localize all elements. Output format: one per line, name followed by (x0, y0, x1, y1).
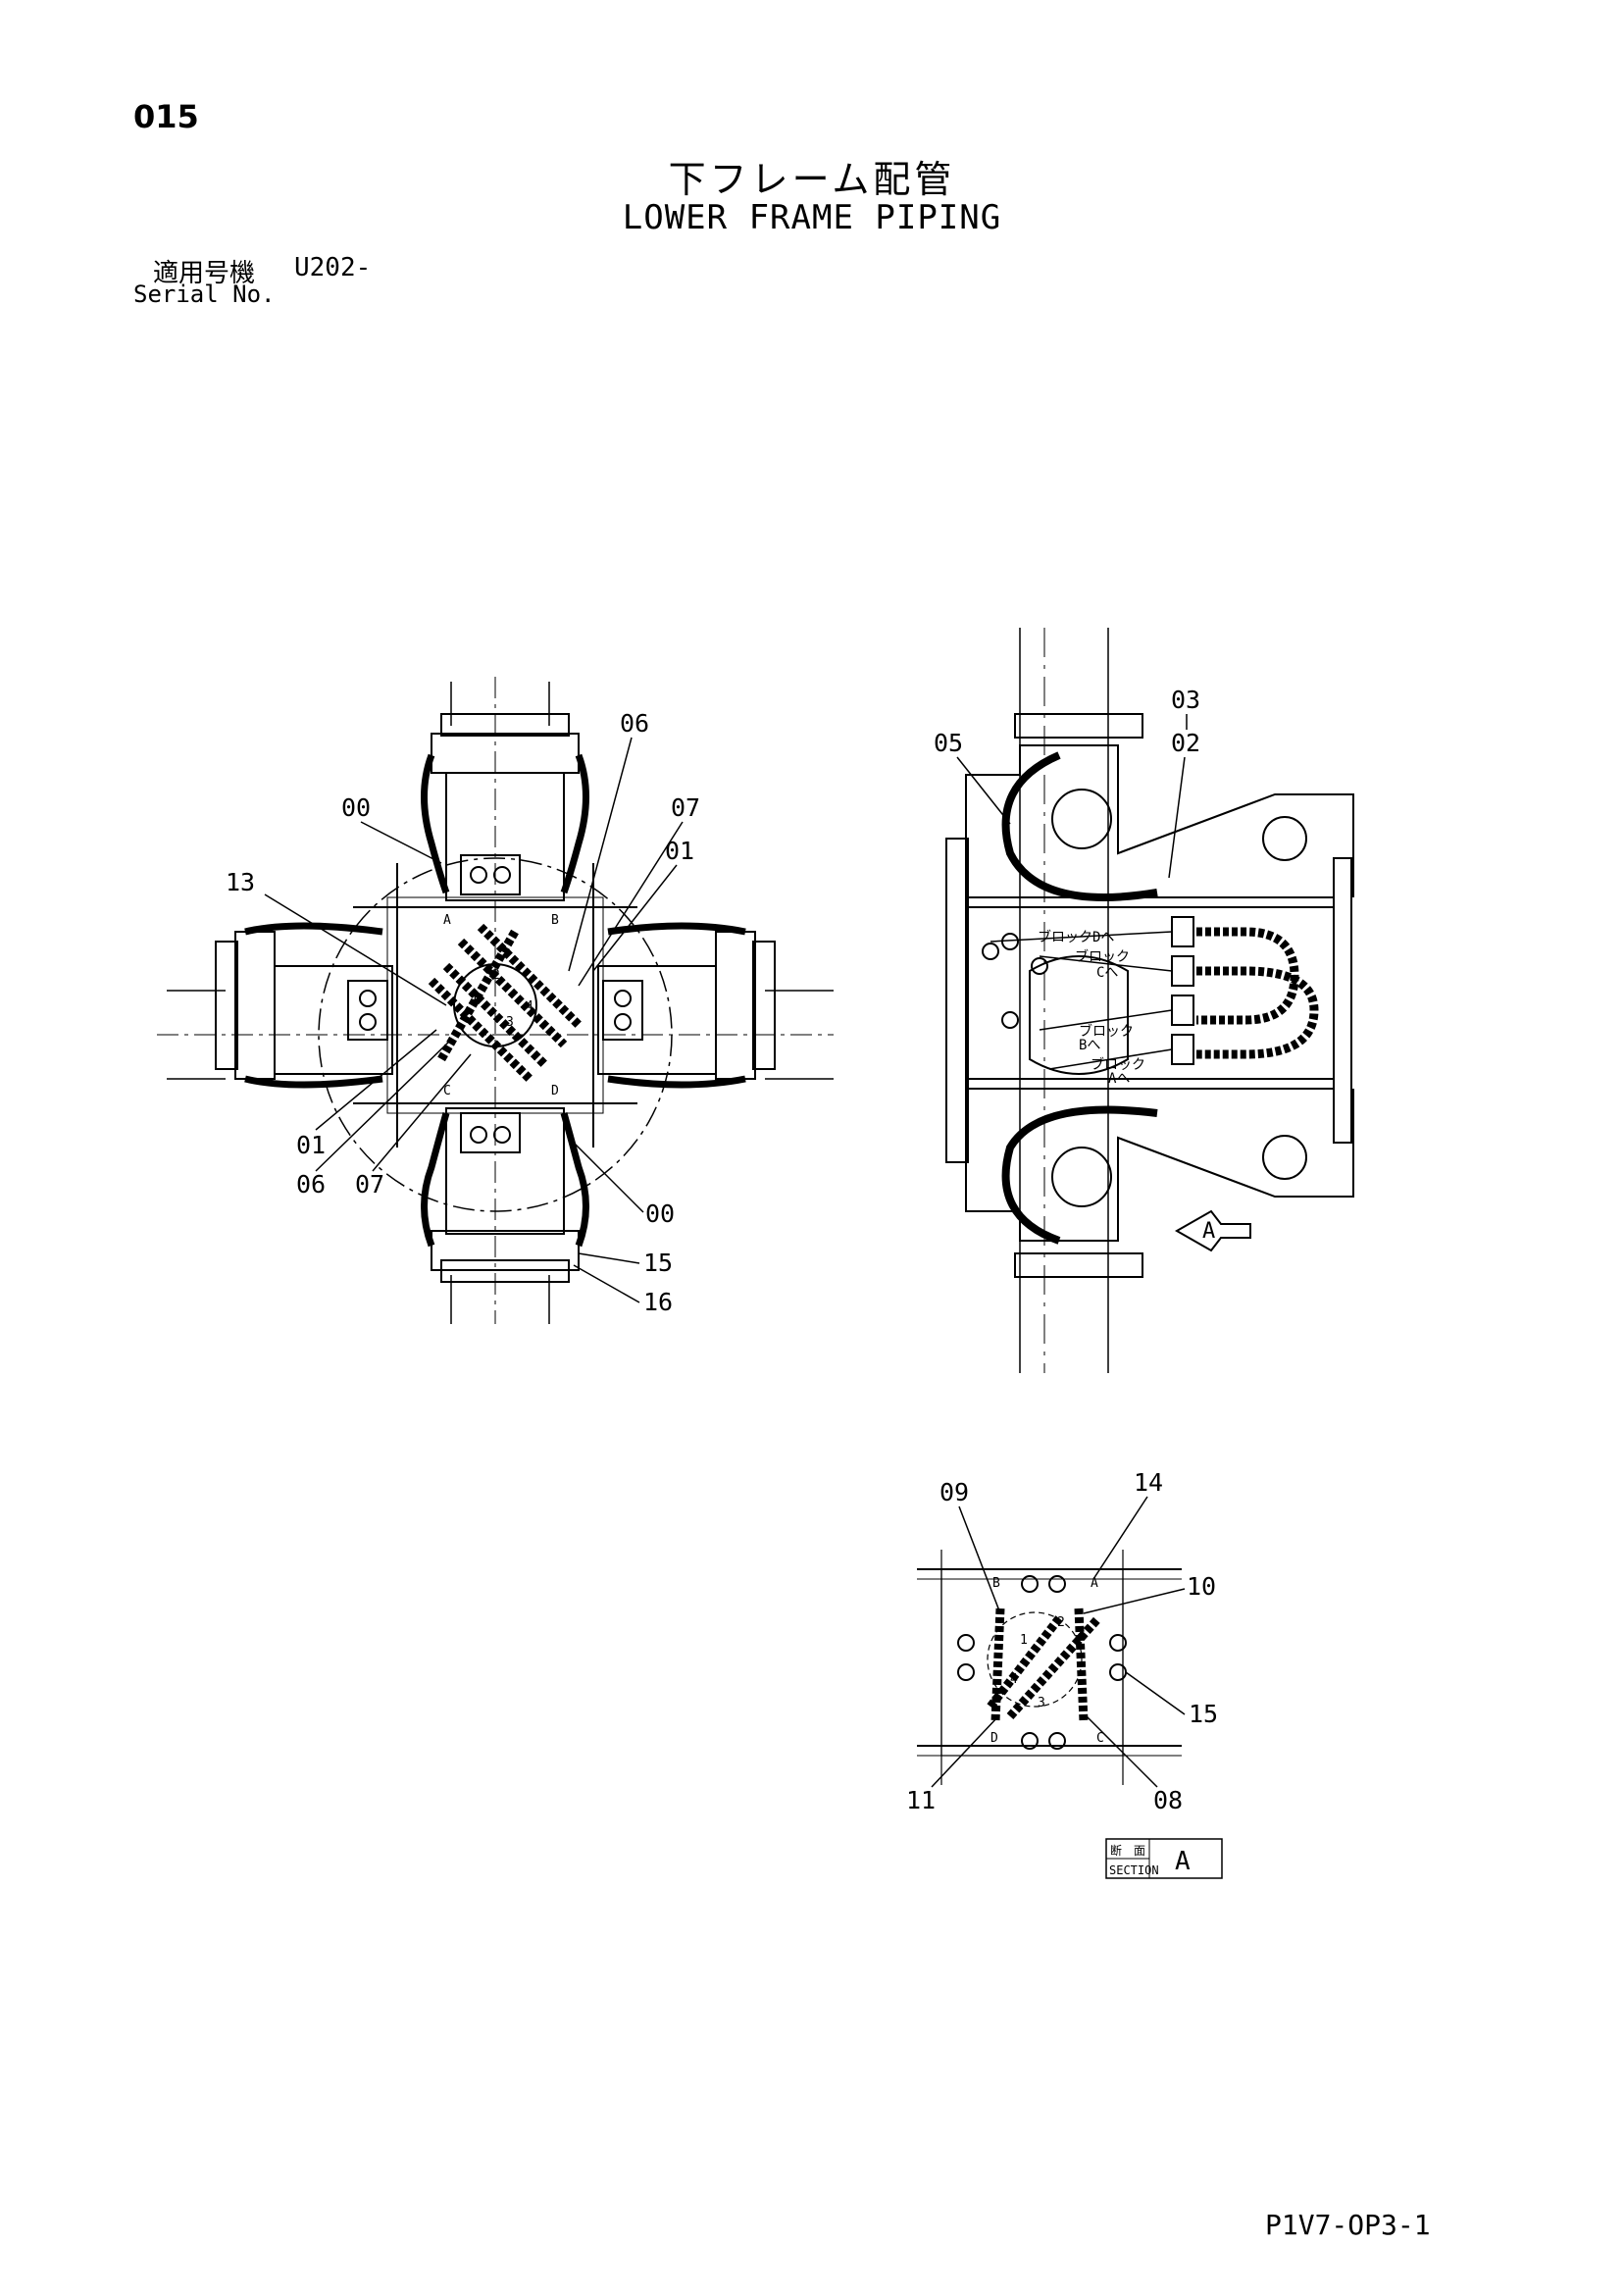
swivel-number-4: 4 (526, 999, 533, 1014)
block-label-d: ブロックDへ (1038, 929, 1114, 945)
callout-15-section: 15 (1189, 1700, 1218, 1728)
left-view-leaders (264, 737, 684, 1303)
port-letter-c: C (443, 1084, 451, 1098)
block-label-a-2: Aへ (1108, 1071, 1130, 1087)
callout-03: 03 (1171, 686, 1200, 714)
section-swivel-4: 4 (1010, 1672, 1018, 1687)
callout-08: 08 (1153, 1786, 1183, 1814)
section-view-drawing (917, 1550, 1223, 1879)
serial-label-jp: 適用号機 (153, 259, 256, 288)
block-label-a-1: ブロック (1091, 1056, 1145, 1073)
section-port-d: D (990, 1731, 998, 1746)
serial-value: U202- (294, 253, 372, 282)
callout-11: 11 (906, 1786, 936, 1814)
document-code: P1V7-OP3-1 (1265, 2209, 1431, 2241)
callout-05: 05 (934, 729, 963, 757)
block-label-c-1: ブロック (1075, 948, 1130, 965)
callout-15-left: 15 (643, 1249, 673, 1277)
serial-label-en: Serial No. (133, 281, 276, 308)
swivel-number-1: 1 (471, 990, 479, 1004)
page-title-en: LOWER FRAME PIPING (622, 198, 1002, 237)
callout-02: 02 (1171, 729, 1200, 757)
swivel-number-2: 2 (492, 968, 500, 983)
section-letter: A (1175, 1847, 1191, 1876)
port-letter-b: B (551, 913, 559, 928)
right-view-leaders (956, 714, 1188, 879)
callout-06-bottom: 06 (296, 1170, 326, 1199)
section-swivel-3: 3 (1038, 1696, 1045, 1710)
callout-14: 14 (1134, 1468, 1163, 1497)
callout-01-bottom: 01 (296, 1131, 326, 1159)
block-label-b-2: Bへ (1079, 1038, 1100, 1053)
callout-07-bottom: 07 (355, 1170, 384, 1199)
section-view-leaders (931, 1496, 1186, 1788)
swivel-number-3: 3 (506, 1015, 514, 1030)
port-letter-a: A (443, 913, 451, 928)
callout-07-top: 07 (671, 793, 700, 822)
page-number: 015 (133, 98, 199, 135)
callout-13: 13 (226, 868, 255, 896)
section-label-en: SECTION (1109, 1863, 1159, 1877)
section-view-labels: 09 14 10 15 11 08 B A D C 1 2 3 4 断 面 SE… (906, 1468, 1218, 1877)
section-label-jp: 断 面 (1110, 1843, 1145, 1858)
port-letter-d: D (551, 1084, 559, 1098)
block-label-b-1: ブロック (1079, 1023, 1134, 1040)
callout-06-top: 06 (620, 709, 649, 738)
section-swivel-1: 1 (1020, 1633, 1028, 1648)
left-view-drawing (157, 677, 834, 1324)
callout-00-top: 00 (341, 793, 371, 822)
section-port-b: B (992, 1576, 1000, 1591)
section-swivel-2: 2 (1057, 1615, 1065, 1630)
block-label-c-2: Cへ (1096, 965, 1118, 981)
section-port-a: A (1091, 1576, 1098, 1591)
callout-09: 09 (939, 1478, 969, 1506)
page-title-jp: 下フレーム配管 (668, 158, 956, 201)
view-marker-a: A (1202, 1219, 1215, 1244)
callout-01-top: 01 (665, 837, 694, 865)
callout-10: 10 (1187, 1572, 1216, 1601)
right-view-labels: 03 02 05 ブロックDへ ブロック Cへ ブロック Bへ ブロック Aへ … (934, 686, 1215, 1244)
section-port-c: C (1096, 1731, 1104, 1746)
callout-16: 16 (643, 1288, 673, 1316)
right-view-drawing (945, 628, 1354, 1373)
callout-00-bottom: 00 (645, 1199, 675, 1228)
